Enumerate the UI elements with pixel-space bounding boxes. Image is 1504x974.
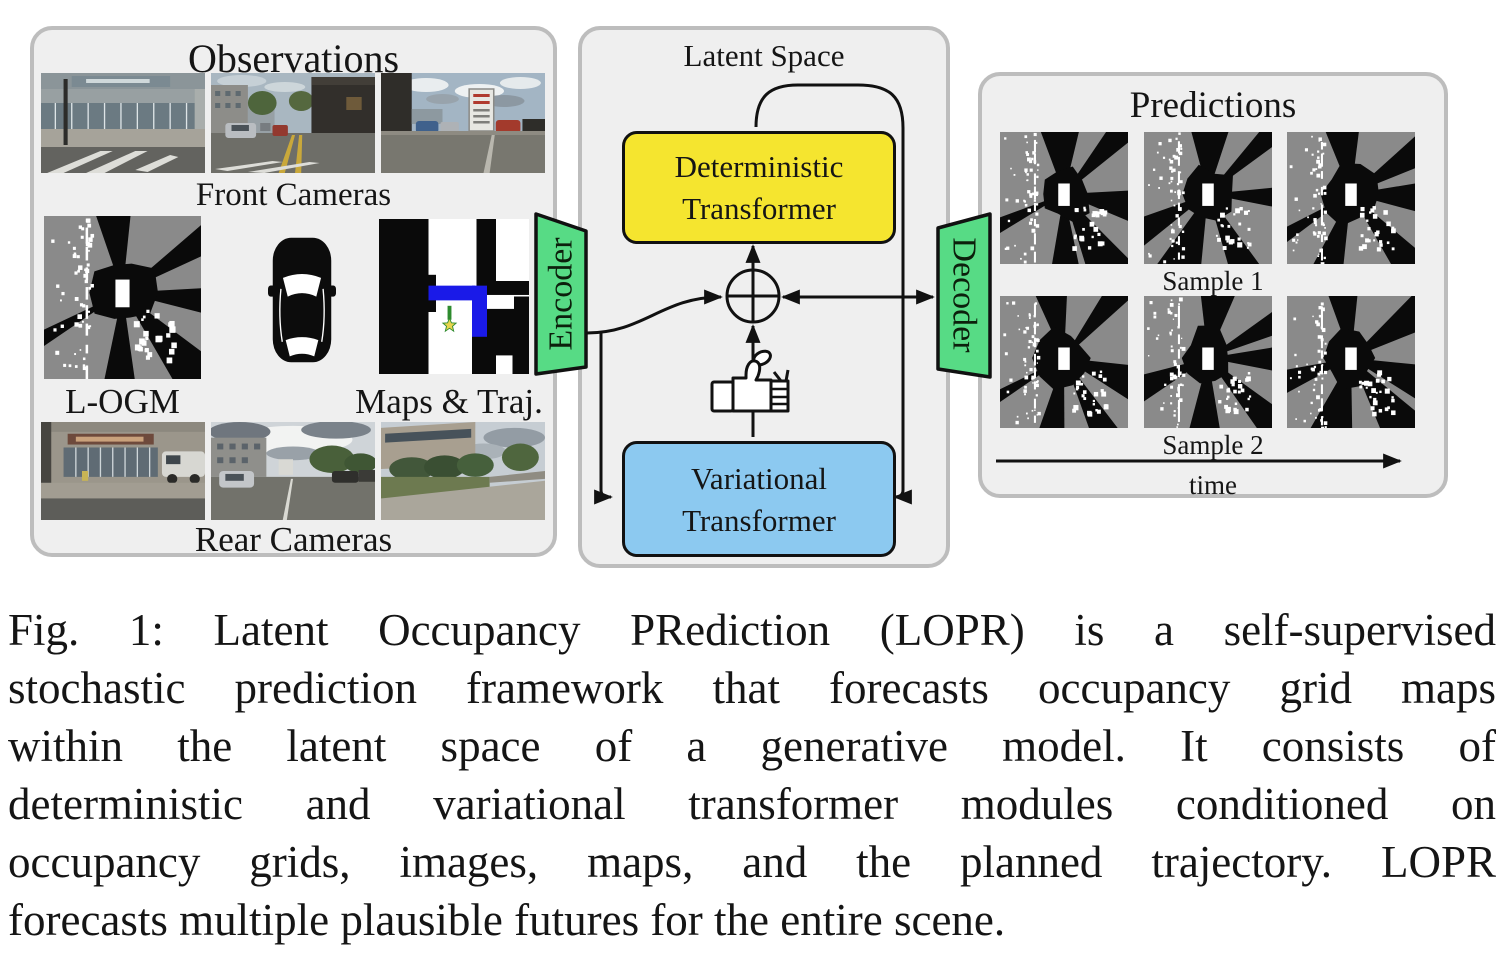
rear-camera-image-1 <box>41 422 205 520</box>
deterministic-transformer-line2: Transformer <box>682 191 836 226</box>
caption-line: stochastic prediction framework that for… <box>8 663 1496 713</box>
caption-line: occupancy grids, images, maps, and the p… <box>8 837 1496 887</box>
front-camera-image-1 <box>41 73 205 173</box>
front-camera-image-3 <box>381 73 545 173</box>
prediction-image-sample1-t1 <box>1000 132 1128 264</box>
logm-label: L-OGM <box>65 382 180 421</box>
prediction-image-sample1-t3 <box>1287 132 1415 264</box>
latent-space-title: Latent Space <box>683 38 845 73</box>
predictions-panel: Predictions Sample 1 <box>978 72 1448 500</box>
caption-line: within the latent space of a generative … <box>8 721 1496 771</box>
logm-image <box>44 216 201 379</box>
front-cameras-label: Front Cameras <box>195 177 392 213</box>
sample2-label: Sample 2 <box>1162 430 1264 460</box>
prediction-image-sample2-t3 <box>1287 296 1415 428</box>
predictions-title: Predictions <box>1129 85 1297 126</box>
observations-panel: Observations <box>30 26 557 559</box>
sample1-label: Sample 1 <box>1162 266 1264 296</box>
ego-car-icon <box>268 236 336 364</box>
deterministic-transformer-box: Deterministic Transformer <box>622 131 896 244</box>
decoder-label: Decoder <box>946 237 983 353</box>
deterministic-transformer-line1: Deterministic <box>674 149 844 184</box>
caption-line: deterministic and variational transforme… <box>8 779 1496 829</box>
caption-line: forecasts multiple plausible futures for… <box>8 895 1006 945</box>
variational-transformer-line1: Variational <box>690 460 827 496</box>
rear-cameras-label: Rear Cameras <box>194 520 393 559</box>
maps-trajectory-image <box>379 219 529 374</box>
time-axis-label: time <box>1189 470 1237 500</box>
prediction-image-sample2-t2 <box>1144 296 1272 428</box>
rear-camera-image-3 <box>381 422 545 520</box>
variational-transformer-box: Variational Transformer <box>622 441 896 557</box>
prediction-image-sample2-t1 <box>1000 296 1128 428</box>
figure-1-diagram: Observations <box>30 26 1448 568</box>
caption-line: Fig. 1: Latent Occupancy PRediction (LOP… <box>8 605 1496 655</box>
front-camera-image-2 <box>211 73 375 173</box>
maps-traj-label: Maps & Traj. <box>355 382 543 421</box>
variational-transformer-line2: Transformer <box>682 502 836 538</box>
prediction-image-sample1-t2 <box>1144 132 1272 264</box>
rear-camera-image-2 <box>211 422 375 520</box>
latent-space-panel: Latent Space Deterministic Transformer V… <box>578 26 950 568</box>
figure-caption: Fig. 1: Latent Occupancy PRediction (LOP… <box>8 601 1496 949</box>
